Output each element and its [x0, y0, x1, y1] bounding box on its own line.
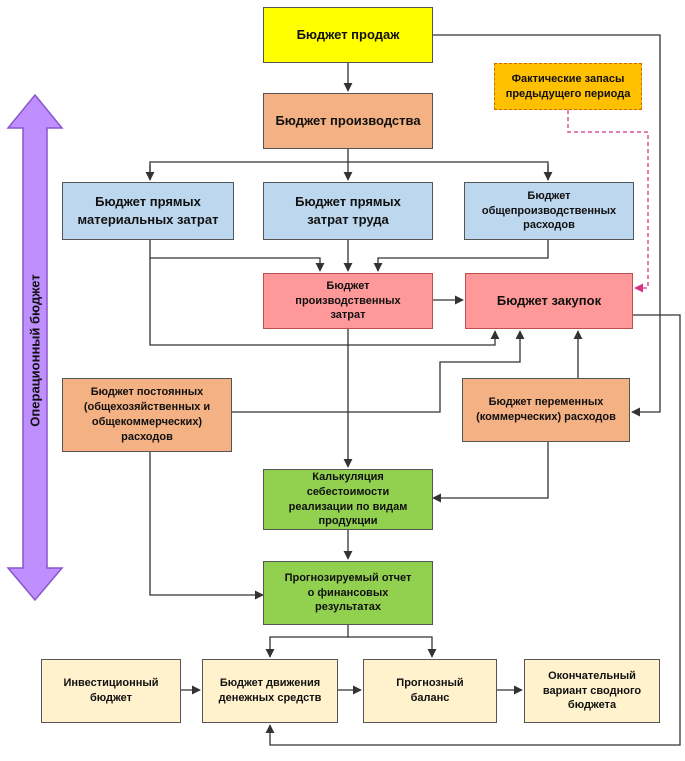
overhead-budget: Бюджет общепроизводственных расходов: [464, 182, 634, 240]
production-budget: Бюджет производства: [263, 93, 433, 149]
purchases-budget: Бюджет закупок: [465, 273, 633, 329]
final-consolidated-budget: Окончательный вариант сводного бюджета: [524, 659, 660, 723]
forecast-balance: Прогнозный баланс: [363, 659, 497, 723]
costing-by-product: Калькуляция себестоимости реализации по …: [263, 469, 433, 530]
operational-budget-arrow: [6, 93, 64, 602]
operational-budget-label: Операционный бюджет: [27, 273, 43, 427]
actual-stock-previous-period: Фактические запасы предыдущего периода: [494, 63, 642, 110]
investment-budget: Инвестиционный бюджет: [41, 659, 181, 723]
sales-budget: Бюджет продаж: [263, 7, 433, 63]
fixed-costs-budget: Бюджет постоянных (общехозяйственных и о…: [62, 378, 232, 452]
income-forecast-report: Прогнозируемый отчет о финансовых резуль…: [263, 561, 433, 625]
direct-materials-budget: Бюджет прямых материальных затрат: [62, 182, 234, 240]
cash-flow-budget: Бюджет движения денежных средств: [202, 659, 338, 723]
production-costs-budget: Бюджет производственных затрат: [263, 273, 433, 329]
direct-labor-budget: Бюджет прямых затрат труда: [263, 182, 433, 240]
variable-costs-budget: Бюджет переменных (коммерческих) расходо…: [462, 378, 630, 442]
